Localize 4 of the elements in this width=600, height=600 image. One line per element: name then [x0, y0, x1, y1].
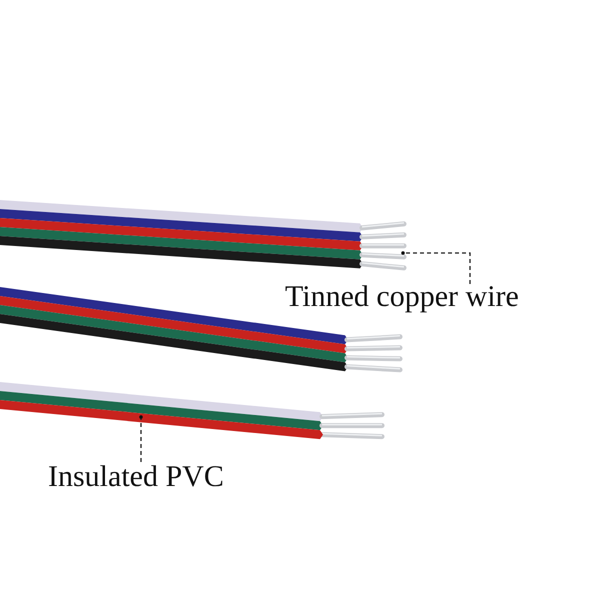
callout-label: Insulated PVC: [48, 460, 224, 494]
leader-line: [401, 251, 471, 284]
leader-line: [139, 415, 143, 462]
callout-label: Tinned copper wire: [285, 280, 519, 314]
